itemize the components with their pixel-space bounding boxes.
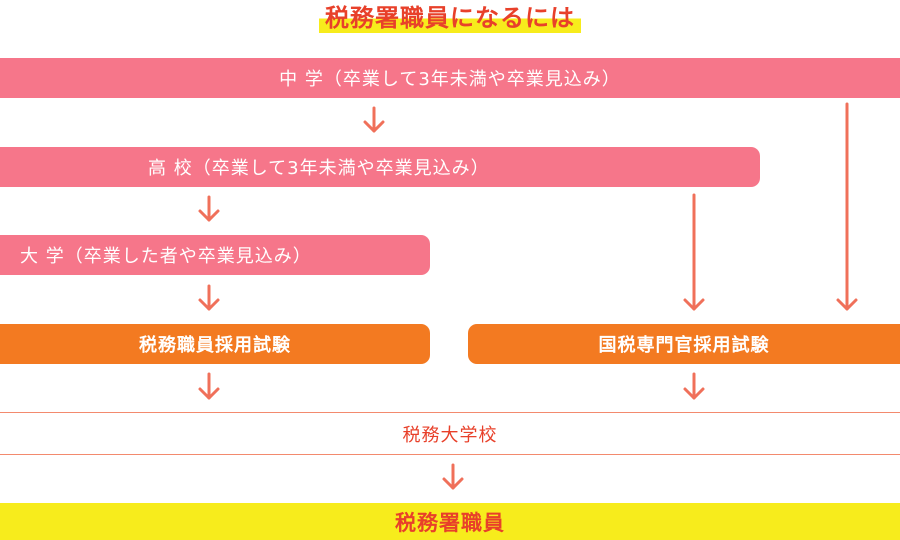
arrow-national-exam-to-college-icon — [683, 372, 705, 400]
arrow-high-to-university-icon — [198, 195, 220, 222]
junior-high-box: 中 学（卒業して3年未満や卒業見込み） — [0, 58, 900, 98]
tax-office-staff-box: 税務署職員 — [0, 503, 900, 540]
arrow-junior-to-national-exam-icon — [836, 102, 858, 311]
diagram-title: 税務署職員になるには — [319, 3, 581, 33]
national-tax-exam-box: 国税専門官採用試験 — [468, 324, 900, 364]
high-school-box: 高 校（卒業して3年未満や卒業見込み） — [0, 147, 760, 187]
arrow-junior-to-high-icon — [363, 106, 385, 133]
arrow-college-to-staff-icon — [442, 463, 464, 490]
diagram-title-area: 税務署職員になるには — [0, 0, 900, 36]
university-box: 大 学（卒業した者や卒業見込み） — [0, 235, 430, 275]
arrow-high-to-national-exam-icon — [683, 193, 705, 311]
arrow-exam-to-college-icon — [198, 372, 220, 400]
tax-staff-exam-box: 税務職員採用試験 — [0, 324, 430, 364]
tax-college-box: 税務大学校 — [0, 412, 900, 455]
arrow-university-to-exam-icon — [198, 284, 220, 311]
